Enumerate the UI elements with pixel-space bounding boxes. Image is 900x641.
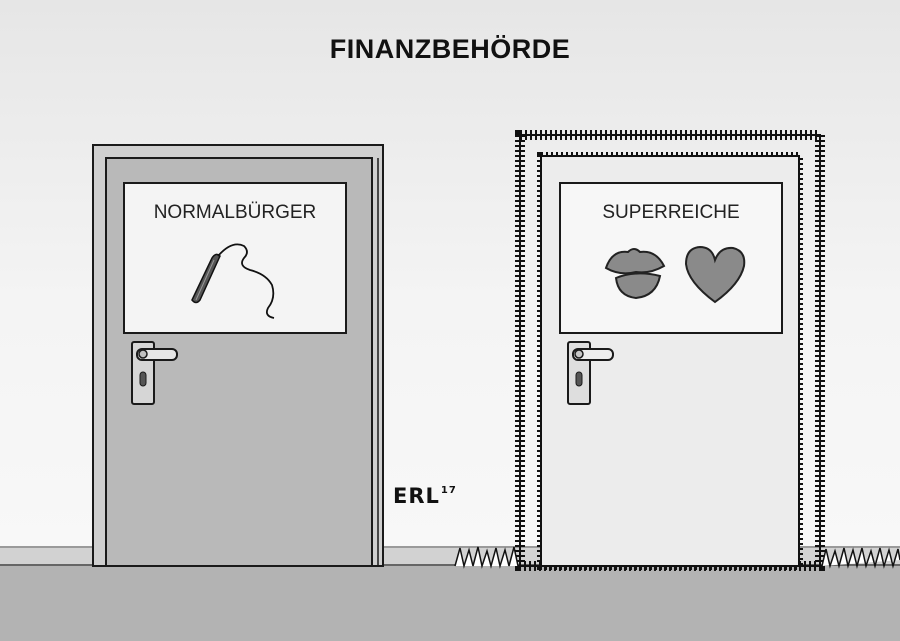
- right-door-window: [559, 182, 783, 334]
- left-door-handle[interactable]: [131, 341, 178, 405]
- right-door: [454, 130, 900, 571]
- lips-icon: [604, 248, 666, 300]
- artist-signature: ERL17: [393, 484, 457, 508]
- whip-icon: [191, 243, 275, 319]
- left-door-sign: NORMALBÜRGER: [153, 202, 317, 223]
- floor: [0, 566, 900, 641]
- right-door-sign: SUPERREICHE: [602, 202, 740, 223]
- heart-icon: [684, 245, 746, 304]
- page-title: FINANZBEHÖRDE: [329, 34, 571, 64]
- artist-year: 17: [440, 485, 457, 496]
- artist-name: ERL: [393, 484, 440, 508]
- left-door-window: [123, 182, 347, 334]
- right-door-handle[interactable]: [567, 341, 614, 405]
